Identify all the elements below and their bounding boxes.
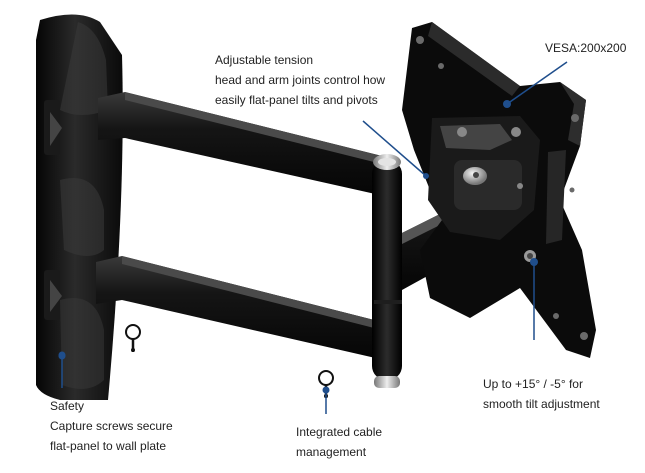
upper-arm bbox=[98, 92, 384, 196]
tension-callout-line2: easily flat-panel tilts and pivots bbox=[215, 93, 378, 107]
safety-callout-title: Safety bbox=[50, 399, 85, 413]
cable-callout: Integrated cable management bbox=[296, 422, 382, 462]
vesa-callout-line bbox=[506, 61, 568, 105]
cable-clip-left bbox=[125, 324, 141, 352]
callout-dots bbox=[58, 100, 538, 394]
tension-callout: Adjustable tension head and arm joints c… bbox=[215, 50, 385, 110]
tilt-head bbox=[428, 116, 540, 262]
vesa-callout: VESA:200x200 bbox=[545, 38, 626, 58]
tilt-callout-line1: Up to +15° / -5° for bbox=[483, 377, 583, 391]
cable-callout-line2: management bbox=[296, 445, 367, 459]
pivot-pole bbox=[372, 154, 402, 388]
lower-arm bbox=[96, 256, 384, 360]
wall-plate bbox=[36, 14, 123, 400]
tilt-callout-line2: smooth tilt adjustment bbox=[483, 397, 600, 411]
tilt-callout: Up to +15° / -5° for smooth tilt adjustm… bbox=[483, 374, 600, 414]
safety-callout: Safety Capture screws secure flat-panel … bbox=[50, 396, 173, 456]
safety-callout-line2: flat-panel to wall plate bbox=[50, 439, 167, 453]
callout-lines bbox=[61, 61, 568, 414]
cable-callout-line1: Integrated cable bbox=[296, 425, 383, 439]
tension-callout-line1: head and arm joints control how bbox=[215, 73, 386, 87]
safety-callout-line1: Capture screws secure bbox=[50, 419, 173, 433]
tension-callout-line bbox=[362, 120, 427, 177]
tension-callout-title: Adjustable tension bbox=[215, 53, 314, 67]
vesa-callout-text: VESA:200x200 bbox=[545, 41, 627, 55]
